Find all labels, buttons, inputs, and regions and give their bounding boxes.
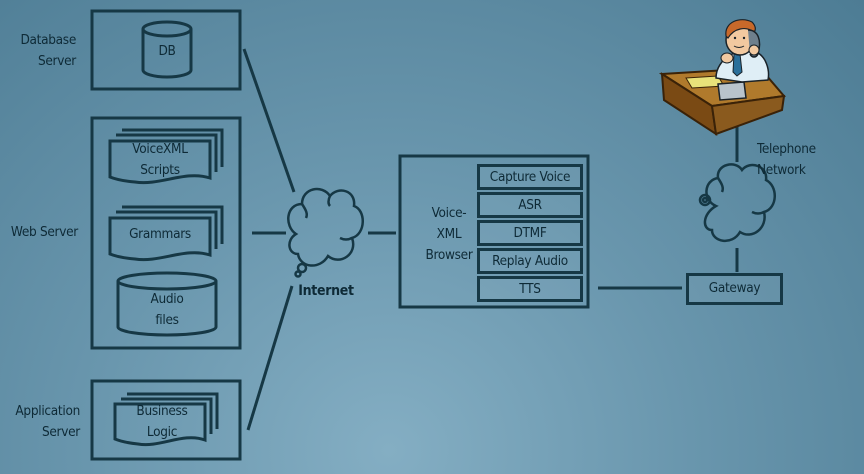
grammars-label: Grammars	[129, 226, 191, 242]
gateway-box: Gateway	[686, 273, 783, 305]
grammars-document	[108, 205, 224, 262]
application-server-box	[90, 379, 242, 461]
module-replay-audio: Replay Audio	[477, 248, 583, 274]
database-server-label: Database Server	[20, 32, 76, 69]
voicexml-scripts-label: VoiceXML Scripts	[132, 141, 188, 178]
person-on-phone-icon	[658, 19, 786, 137]
voicexml-scripts-document	[108, 128, 224, 185]
audio-files-label: Audio files	[150, 291, 184, 328]
app-to-internet-line	[246, 285, 294, 431]
database-cylinder	[141, 20, 193, 79]
db-label: DB	[158, 43, 176, 59]
business-logic-document	[113, 392, 219, 447]
web-server-label: Web Server	[10, 224, 78, 240]
application-server-label: Application Server	[15, 403, 80, 440]
database-server-box	[90, 9, 242, 91]
web-server-box	[90, 116, 242, 350]
voicexml-browser-box	[398, 154, 590, 309]
module-dtmf: DTMF	[477, 220, 583, 246]
module-tts: TTS	[477, 276, 583, 302]
db-to-internet-line	[242, 48, 296, 193]
internet-cloud-icon	[287, 187, 364, 278]
internet-label: Internet	[298, 283, 354, 299]
telephone-network-cloud-icon	[698, 163, 776, 242]
audio-files-cylinder	[116, 271, 218, 337]
module-asr: ASR	[477, 192, 583, 218]
telephone-network-label: Telephone Network	[757, 141, 816, 178]
module-capture-voice: Capture Voice	[477, 164, 583, 190]
business-logic-label: Business Logic	[136, 403, 188, 440]
voicexml-browser-label: Voice- XML Browser	[425, 205, 473, 263]
